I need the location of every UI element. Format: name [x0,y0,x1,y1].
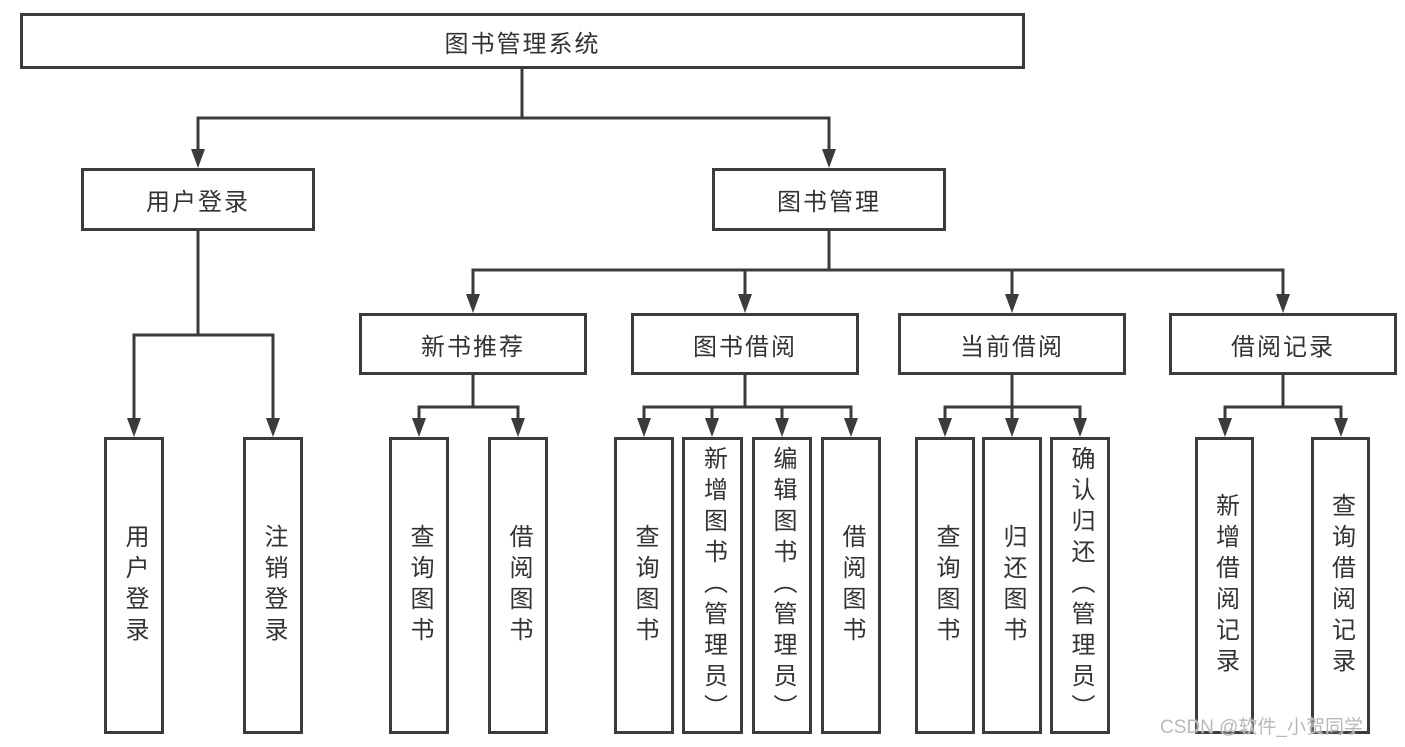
node-return-books: 归还图书 [982,437,1042,734]
node-new-book-rec: 新书推荐 [359,313,587,375]
node-query-books-current: 查询图书 [915,437,975,734]
connector-book-borrowing-to-children [637,375,858,437]
node-edit-books-admin-label: 编辑图书（管理员） [769,446,796,725]
node-edit-books-admin: 编辑图书（管理员） [752,437,812,734]
node-borrow-books-leaf-label: 借阅图书 [838,523,865,648]
node-logout: 注销登录 [243,437,303,734]
connector-current-borrowing-to-children [938,375,1087,437]
node-query-books-rec: 查询图书 [389,437,449,734]
node-borrowing-records: 借阅记录 [1169,313,1397,375]
node-root-label: 图书管理系统 [444,30,601,58]
node-return-books-label: 归还图书 [999,523,1026,648]
node-query-books-borrow-label: 查询图书 [631,523,658,648]
node-query-borrow-record-label: 查询借阅记录 [1327,492,1355,679]
node-borrow-books-rec: 借阅图书 [488,437,548,734]
node-current-borrowing-label: 当前借阅 [960,333,1064,361]
node-add-books-admin: 新增图书（管理员） [682,437,743,734]
node-user-login-leaf: 用户登录 [104,437,164,734]
node-current-borrowing: 当前借阅 [898,313,1126,375]
node-confirm-return-admin: 确认归还（管理员） [1050,437,1110,734]
node-book-management: 图书管理 [712,168,946,231]
node-book-management-label: 图书管理 [777,189,881,216]
node-borrow-books-rec-label: 借阅图书 [505,523,532,648]
node-user-login: 用户登录 [81,168,315,231]
node-add-books-admin-label: 新增图书（管理员） [699,446,727,725]
node-root: 图书管理系统 [20,13,1025,69]
node-book-borrowing-label: 图书借阅 [693,333,797,361]
connector-user-login-to-children [127,231,280,437]
node-query-books-rec-label: 查询图书 [406,523,433,648]
connector-new-book-rec-to-children [412,375,525,437]
connector-book-management-to-level3 [466,231,1290,313]
node-borrowing-records-label: 借阅记录 [1231,333,1335,361]
node-query-borrow-record: 查询借阅记录 [1311,437,1370,734]
connector-borrowing-records-to-children [1218,375,1348,437]
node-borrow-books-leaf: 借阅图书 [821,437,881,734]
node-user-login-label: 用户登录 [146,189,250,216]
node-confirm-return-admin-label: 确认归还（管理员） [1067,446,1094,725]
node-logout-label: 注销登录 [260,523,287,648]
node-add-borrow-record: 新增借阅记录 [1195,437,1254,734]
node-query-books-current-label: 查询图书 [932,523,959,648]
node-user-login-leaf-label: 用户登录 [121,523,148,648]
connector-root-to-level2 [191,69,836,168]
node-book-borrowing: 图书借阅 [631,313,859,375]
node-new-book-rec-label: 新书推荐 [421,333,525,361]
node-add-borrow-record-label: 新增借阅记录 [1211,492,1239,679]
node-query-books-borrow: 查询图书 [614,437,674,734]
watermark: CSDN @软件_小贺同学 [1160,717,1363,738]
